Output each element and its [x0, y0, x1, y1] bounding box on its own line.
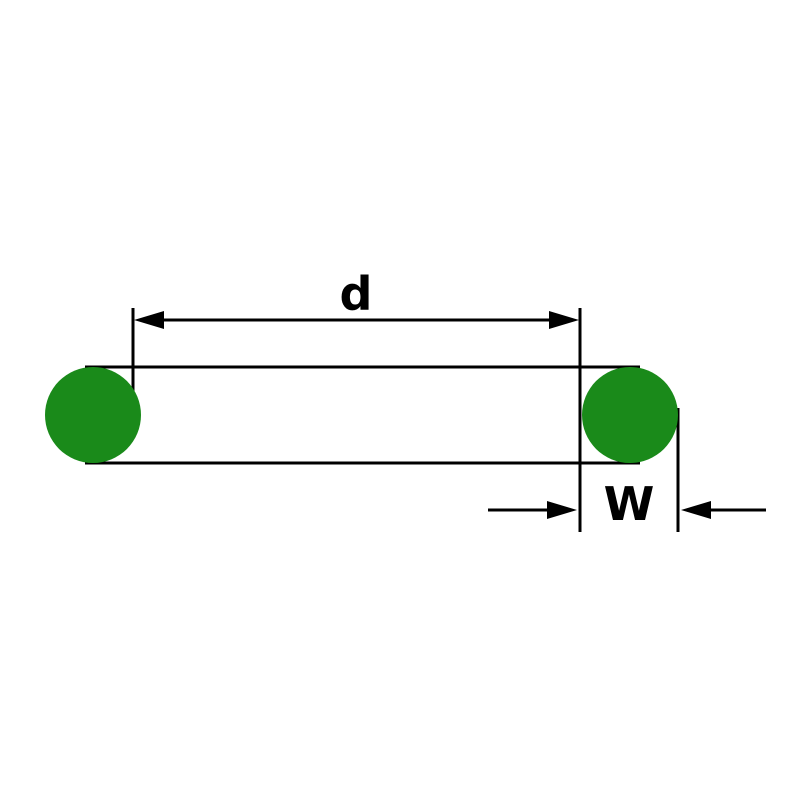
oring-cross-section-left	[45, 367, 141, 463]
w-dimension-label: W	[604, 477, 655, 531]
d-arrow-right-icon	[549, 311, 579, 329]
oring-cross-section-right	[582, 367, 678, 463]
w-arrow-left-icon	[547, 501, 577, 519]
w-arrow-right-icon	[681, 501, 711, 519]
d-dimension-label: d	[340, 267, 373, 321]
d-arrow-left-icon	[134, 311, 164, 329]
